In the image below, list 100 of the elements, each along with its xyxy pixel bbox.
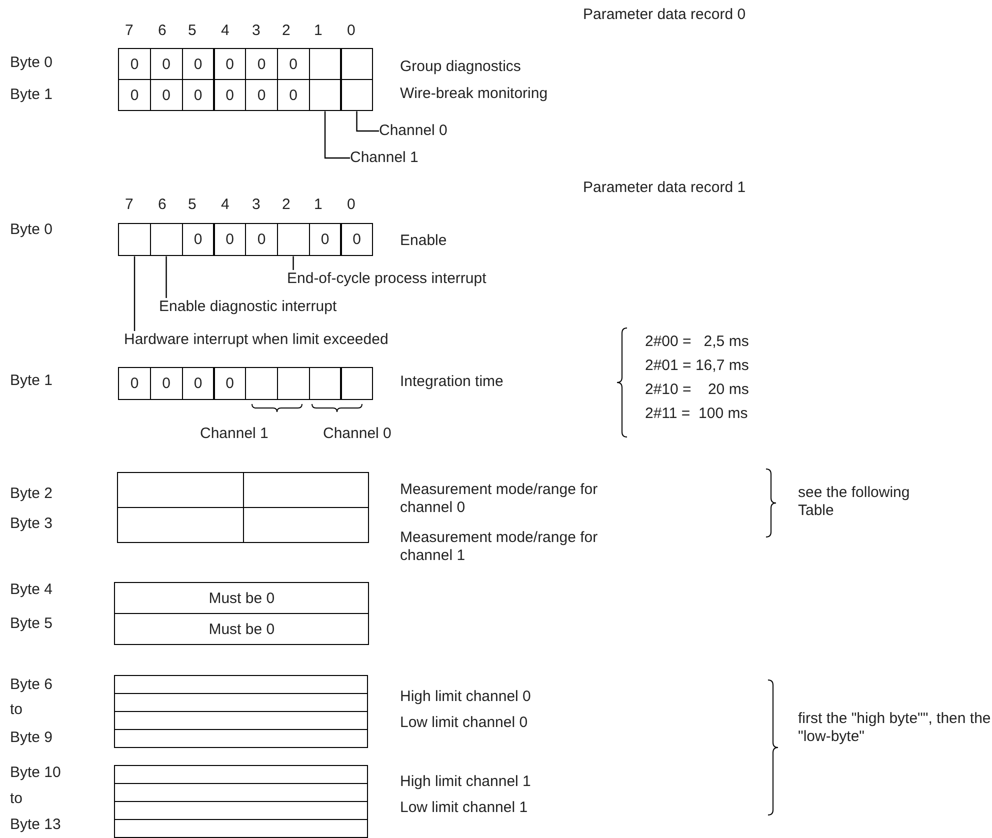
- bit-description: Enable diagnostic interrupt: [159, 298, 337, 316]
- field-description: Measurement mode/range for channel 0: [400, 481, 599, 517]
- range-label: to: [10, 790, 23, 808]
- register-field: [117, 507, 244, 544]
- byte-label: Byte 1: [10, 372, 53, 390]
- bit-cell: 0: [182, 48, 215, 80]
- bit-number: 1: [314, 22, 322, 40]
- field-description: Low limit channel 0: [400, 714, 528, 732]
- register-field: [114, 819, 368, 838]
- register-field: [114, 675, 368, 694]
- byte-label: Byte 6: [10, 676, 53, 694]
- section-title: Parameter data record 1: [583, 179, 746, 197]
- bit-cell: 0: [118, 367, 152, 400]
- field-description: Group diagnostics: [400, 58, 521, 76]
- field-description: Wire-break monitoring: [400, 85, 548, 103]
- bit-cell: 0: [308, 223, 342, 256]
- channel-label: Channel 0: [323, 425, 392, 443]
- note: see the following Table: [798, 484, 911, 520]
- bit-description: Hardware interrupt when limit exceeded: [124, 331, 388, 349]
- bit-cell: 0: [150, 367, 183, 400]
- range-label: to: [10, 701, 23, 719]
- bit-cell: 0: [213, 79, 246, 112]
- bit-cell: [340, 79, 374, 112]
- register-field: [114, 783, 368, 802]
- bit-number: 1: [314, 196, 322, 214]
- byte-label: Byte 1: [10, 86, 53, 104]
- bit-number: 7: [125, 196, 134, 214]
- bit-cell: [150, 223, 183, 256]
- register-field: Must be 0: [114, 582, 370, 614]
- bit-cell: [308, 48, 342, 80]
- bit-cell: 0: [213, 223, 246, 256]
- register-field: [114, 711, 368, 730]
- bit-number: 5: [188, 22, 196, 40]
- bit-number: 0: [347, 196, 356, 214]
- register-field: [114, 729, 368, 748]
- bit-number: 3: [252, 196, 260, 214]
- register-field: Must be 0: [114, 613, 370, 646]
- bit-number: 2: [282, 196, 290, 214]
- section-title: Parameter data record 0: [583, 6, 746, 24]
- value-list-entry: 2#00 = 2,5 ms: [645, 333, 749, 351]
- value-list-entry: 2#11 = 100 ms: [645, 405, 748, 423]
- value-list-entry: 2#01 = 16,7 ms: [645, 357, 749, 375]
- bit-cell: [308, 79, 342, 112]
- byte-label: Byte 10: [10, 764, 61, 782]
- bit-cell: [308, 367, 342, 400]
- value-list-entry: 2#10 = 20 ms: [645, 381, 749, 399]
- bit-cell: [118, 223, 152, 256]
- bit-description: Channel 1: [350, 149, 418, 167]
- bit-cell: [245, 367, 278, 400]
- bit-cell: 0: [245, 223, 278, 256]
- register-field: [117, 472, 244, 508]
- field-description: Integration time: [400, 373, 504, 391]
- bit-cell: 0: [182, 223, 215, 256]
- bit-cell: 0: [182, 79, 215, 112]
- leader-line: [166, 256, 167, 298]
- bit-number: 5: [188, 196, 196, 214]
- channel-label: Channel 1: [200, 425, 268, 443]
- bit-number: 6: [158, 22, 166, 40]
- byte-label: Byte 2: [10, 485, 53, 503]
- byte-label: Byte 9: [10, 729, 53, 747]
- bit-description: Channel 0: [379, 122, 448, 140]
- byte-label: Byte 13: [10, 816, 61, 834]
- bit-cell: [276, 223, 310, 256]
- bit-cell: 0: [213, 48, 246, 80]
- bit-number: 2: [282, 22, 290, 40]
- bit-cell: [276, 367, 310, 400]
- bit-number: 0: [347, 22, 356, 40]
- note: first the "high byte"", then the "low-byte": [798, 710, 992, 746]
- bit-number: 4: [221, 22, 230, 40]
- bit-cell: 0: [340, 223, 374, 256]
- byte-label: Byte 0: [10, 221, 53, 239]
- byte-label: Byte 0: [10, 54, 53, 72]
- bit-cell: 0: [118, 79, 152, 112]
- field-description: High limit channel 1: [400, 773, 531, 791]
- leader-line: [356, 111, 379, 132]
- bit-cell: [340, 367, 374, 400]
- field-description: Measurement mode/range for channel 1: [400, 529, 599, 565]
- field-description: High limit channel 0: [400, 688, 531, 706]
- leader-line: [134, 256, 136, 331]
- field-description: Enable: [400, 232, 447, 250]
- field-description: Low limit channel 1: [400, 799, 528, 817]
- register-field: [114, 801, 368, 820]
- register-field: [242, 472, 370, 508]
- leader-line: [292, 256, 294, 270]
- leader-line: [324, 111, 350, 159]
- bit-number: 4: [221, 196, 230, 214]
- byte-label: Byte 4: [10, 581, 53, 599]
- register-field: [242, 507, 370, 544]
- bit-cell: 0: [213, 367, 246, 400]
- register-field: [114, 693, 368, 712]
- register-field: [114, 765, 368, 784]
- bit-cell: 0: [182, 367, 215, 400]
- byte-label: Byte 3: [10, 515, 53, 533]
- bit-description: End-of-cycle process interrupt: [287, 270, 486, 288]
- bit-number: 6: [158, 196, 166, 214]
- bit-number: 3: [252, 22, 260, 40]
- bit-cell: [340, 48, 374, 80]
- byte-label: Byte 5: [10, 615, 53, 633]
- bit-number: 7: [125, 22, 134, 40]
- bit-cell: 0: [118, 48, 152, 80]
